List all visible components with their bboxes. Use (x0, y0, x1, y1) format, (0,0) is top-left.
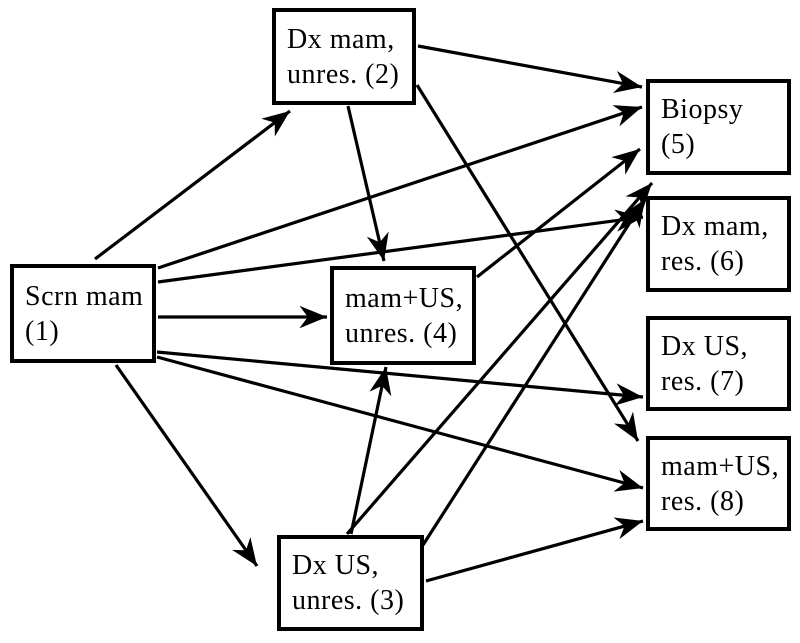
node-mam-us-unres: mam+US,unres. (4) (330, 266, 476, 365)
node-label: res. (7) (661, 365, 745, 397)
node-dx-mam-res: Dx mam, res. (6) (646, 196, 791, 292)
edge-dx-mam-unres-to-biopsy (417, 44, 643, 94)
edge-dx-us-unres-to-biopsy (345, 181, 654, 536)
node-label: res. (6) (661, 246, 745, 277)
node-label: mam+US, (661, 450, 780, 482)
edge-mam-us-unres-to-biopsy (476, 147, 641, 279)
node-label: (5) (661, 129, 696, 160)
node-label: unres. (3) (292, 585, 405, 616)
node-label: res. (8) (661, 485, 745, 517)
edges-group (94, 44, 654, 583)
node-dx-us-res: Dx US,res. (7) (646, 316, 791, 411)
node-mam-us-res: mam+US,res. (8) (646, 436, 791, 531)
node-label: Dx mam, (661, 211, 769, 242)
edge-dx-us-unres-to-mam-us-unres (349, 366, 392, 535)
node-dx-mam-unres: Dx mam,unres. (2) (272, 8, 416, 105)
node-label: unres. (4) (345, 317, 458, 349)
edge-scrn-mam-to-mam-us-res (156, 355, 644, 492)
edge-scrn-mam-to-dx-mam-res (157, 209, 644, 284)
edge-scrn-mam-to-dx-us-res (156, 350, 644, 406)
edge-dx-mam-unres-to-mam-us-unres (346, 105, 389, 262)
node-dx-us-unres: Dx US, unres. (3) (277, 535, 424, 631)
node-scrn-mam: Scrn mam(1) (10, 264, 156, 363)
node-label: Biopsy (661, 94, 744, 125)
node-biopsy: Biopsy (5) (646, 79, 791, 175)
node-label: Scrn mam (25, 280, 144, 312)
edge-scrn-mam-to-dx-us-unres (114, 364, 259, 567)
node-label: Dx mam, (287, 23, 395, 55)
node-label: (1) (25, 315, 60, 347)
edge-dx-us-unres-to-mam-us-res (425, 517, 644, 583)
edge-dx-mam-unres-to-mam-us-res (415, 84, 640, 442)
edge-scrn-mam-to-dx-mam-unres (94, 109, 291, 261)
edge-dx-us-unres-to-dx-mam-res (421, 198, 647, 546)
node-label: unres. (2) (287, 58, 400, 90)
node-label: mam+US, (345, 282, 464, 314)
node-label: Dx US, (661, 330, 749, 362)
edge-scrn-mam-to-biopsy (157, 105, 643, 270)
node-label: Dx US, (292, 550, 380, 581)
